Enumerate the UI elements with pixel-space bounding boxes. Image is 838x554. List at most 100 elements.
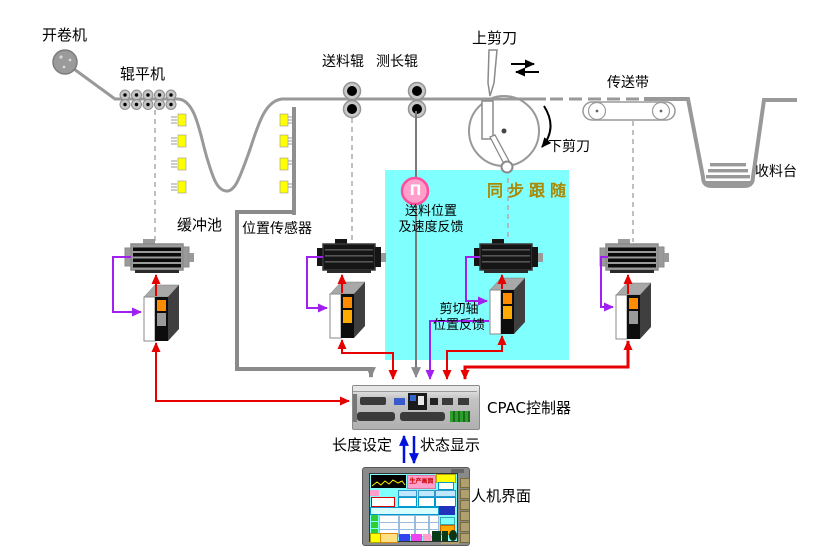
label-sync-follow: 同步跟随 xyxy=(487,181,572,200)
label-measure-roller: 测长辊 xyxy=(376,54,418,70)
hmi-function-key xyxy=(460,511,470,521)
hmi-row-index xyxy=(371,529,378,535)
feed-and-measure-rollers xyxy=(342,81,427,119)
cpac-port-usb-icon xyxy=(418,396,424,405)
hmi-screen-title: 生产画面 xyxy=(407,475,436,489)
drive-shear xyxy=(489,277,526,335)
hmi-function-key xyxy=(460,478,470,488)
label-feed-roller: 送料辊 xyxy=(322,54,364,70)
cpac-top-edge xyxy=(353,386,477,392)
crank-pivot xyxy=(500,160,514,174)
label-length-setting: 长度设定 xyxy=(332,436,393,454)
rotation-direction-arrow xyxy=(541,105,552,148)
hmi-trend-display xyxy=(371,475,406,488)
hmi-screen: 生产画面 xyxy=(369,473,458,543)
cpac-controller-device xyxy=(352,385,480,430)
servo-drives xyxy=(143,277,652,342)
cpac-port-dsub2-icon xyxy=(357,412,395,421)
hmi-keypad-grid xyxy=(432,531,441,541)
drive-uncoil xyxy=(143,284,180,342)
label-lower-shear: 下剪刀 xyxy=(548,139,590,155)
rotary-shear xyxy=(468,95,552,174)
buffer-sensors xyxy=(171,107,296,215)
hmi-caption-bar xyxy=(398,490,417,497)
crank-arm xyxy=(489,134,510,165)
label-conveyor: 传送带 xyxy=(607,75,649,91)
cpac-terminal-block-icon xyxy=(450,411,470,422)
hmi-caption-bar xyxy=(435,490,456,497)
hmi-table-cell xyxy=(415,529,429,537)
hmi-value-cell xyxy=(418,497,435,507)
label-leveler: 辊平机 xyxy=(120,65,166,83)
conveyor-belt xyxy=(582,101,676,121)
sensor-mounting-bar xyxy=(292,107,296,215)
hmi-bottom-button xyxy=(399,534,410,541)
motor-feedback-wires xyxy=(112,256,614,380)
cpac-port-com2-icon xyxy=(458,398,469,405)
hmi-table-header xyxy=(370,507,439,515)
motor-uncoil xyxy=(124,239,194,273)
uncoiler-machine xyxy=(52,49,78,75)
hmi-bezel-strip xyxy=(441,541,459,544)
hmi-caption-bar xyxy=(418,490,435,497)
label-position-sensor: 位置传感器 xyxy=(242,221,312,237)
hmi-nav-button xyxy=(439,506,455,515)
hmi-function-key xyxy=(460,489,470,499)
drive-conveyor xyxy=(615,282,652,340)
cpac-port-com1-icon xyxy=(442,398,453,405)
label-collection-table: 收料台 xyxy=(755,164,797,180)
hmi-bezel-led xyxy=(451,469,464,473)
label-hmi: 人机界面 xyxy=(471,487,532,505)
hmi-row-index xyxy=(371,515,378,521)
cpac-port-dsub3-icon xyxy=(400,412,445,421)
hmi-value-cell xyxy=(398,497,417,507)
servo-motors xyxy=(124,239,669,273)
sheet-stack xyxy=(704,163,752,185)
encoder-glyph: Π xyxy=(409,183,422,199)
shear-position-feedback-wire xyxy=(425,320,489,380)
hmi-device: 生产画面 xyxy=(362,467,470,546)
cpac-port-ps2-icon xyxy=(410,395,416,401)
hmi-side-label xyxy=(440,517,455,525)
rotary-blade xyxy=(481,100,494,140)
hmi-value-cell xyxy=(438,482,454,490)
hmi-bottom-button xyxy=(380,533,398,543)
hmi-keypad-grid xyxy=(442,531,448,541)
hmi-function-key xyxy=(460,522,470,532)
encoder-icon xyxy=(400,176,430,206)
hmi-comm-arrows xyxy=(399,434,419,465)
leveler-machine xyxy=(119,89,177,110)
collection-table-shape xyxy=(644,97,797,188)
label-uncoiler: 开卷机 xyxy=(42,26,88,44)
hmi-bottom-button xyxy=(411,534,422,541)
label-upper-shear: 上剪刀 xyxy=(472,29,518,47)
cpac-port-vga-icon xyxy=(394,398,405,405)
label-feed-feedback: 送料位置 及速度反馈 xyxy=(398,204,464,235)
hmi-function-key xyxy=(460,500,470,510)
upper-shear-blade xyxy=(487,49,498,97)
hmi-bottom-button xyxy=(423,534,431,541)
drive-feed xyxy=(329,281,366,339)
sensor-yellow-icon xyxy=(177,113,187,127)
label-controller: CPAC控制器 xyxy=(487,399,572,417)
label-buffer-pool: 缓冲池 xyxy=(177,216,223,234)
hmi-row-index xyxy=(371,522,378,528)
hmi-function-key xyxy=(460,533,470,543)
shear-stroke-arrows-icon xyxy=(511,59,539,77)
drive-power-wires xyxy=(151,274,633,406)
cpac-port-ethernet-icon xyxy=(430,398,438,405)
axis-drop-lines xyxy=(154,110,634,242)
motor-conveyor xyxy=(599,239,669,273)
label-status-display: 状态显示 xyxy=(420,436,481,454)
cpac-port-dsub-icon xyxy=(360,397,386,405)
motor-shear xyxy=(474,239,543,273)
hmi-label-chip xyxy=(370,490,379,496)
cpac-side-connector xyxy=(353,394,357,422)
material-strip xyxy=(73,67,797,193)
motor-feed xyxy=(317,239,386,273)
hmi-value-cell xyxy=(371,497,395,507)
hmi-logo-blob xyxy=(449,530,457,541)
buffer-loop-strip xyxy=(177,97,546,193)
